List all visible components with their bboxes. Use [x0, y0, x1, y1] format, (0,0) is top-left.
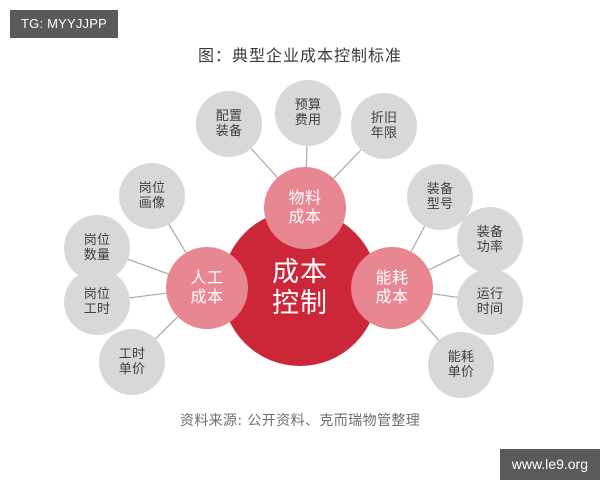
connector-岗位数量-to-人工成本 [127, 258, 169, 275]
connector-折旧年限-to-物料成本 [333, 149, 362, 179]
node-leaf-折旧年限: 折旧 年限 [351, 93, 417, 159]
watermark: www.le9.org [499, 449, 600, 480]
connector-配置装备-to-物料成本 [250, 148, 278, 178]
node-leaf-岗位画像: 岗位 画像 [119, 163, 185, 229]
node-leaf-岗位画像-label: 岗位 画像 [138, 180, 166, 211]
connector-装备功率-to-能耗成本 [428, 253, 461, 271]
connector-能耗单价-to-能耗成本 [418, 318, 440, 341]
connector-岗位画像-to-人工成本 [168, 224, 187, 254]
node-branch-物料成本-label: 物料 成本 [288, 188, 322, 226]
node-leaf-工时单价-label: 工时 单价 [118, 346, 146, 377]
node-leaf-装备功率-label: 装备 功率 [476, 224, 504, 255]
tg-badge: TG: MYYJJPP [10, 10, 118, 38]
node-branch-人工成本: 人工 成本 [166, 247, 248, 329]
node-leaf-运行时间: 运行 时间 [457, 269, 523, 335]
node-leaf-岗位工时: 岗位 工时 [64, 269, 130, 335]
node-branch-物料成本: 物料 成本 [264, 167, 346, 249]
node-center-成本控制-label: 成本 控制 [272, 256, 328, 319]
node-leaf-工时单价: 工时 单价 [99, 329, 165, 395]
connector-运行时间-to-能耗成本 [432, 293, 458, 298]
node-branch-能耗成本-label: 能耗 成本 [375, 268, 409, 306]
connector-岗位工时-to-人工成本 [129, 292, 167, 299]
node-leaf-预算费用-label: 预算 费用 [294, 97, 322, 128]
node-leaf-岗位数量-label: 岗位 数量 [83, 232, 111, 263]
page-title: 图：典型企业成本控制标准 [197, 46, 402, 65]
source-note: 资料来源: 公开资料、克而瑞物管整理 [179, 413, 421, 429]
node-branch-能耗成本: 能耗 成本 [351, 247, 433, 329]
connector-装备型号-to-能耗成本 [410, 225, 426, 253]
node-leaf-预算费用: 预算 费用 [275, 80, 341, 146]
node-leaf-装备型号: 装备 型号 [407, 164, 473, 230]
node-leaf-能耗单价-label: 能耗 单价 [447, 349, 475, 380]
node-leaf-装备型号-label: 装备 型号 [426, 181, 454, 212]
node-leaf-装备功率: 装备 功率 [457, 207, 523, 273]
node-leaf-配置装备-label: 配置 装备 [215, 108, 243, 139]
node-leaf-能耗单价: 能耗 单价 [428, 332, 494, 398]
connector-工时单价-to-人工成本 [155, 316, 179, 340]
node-leaf-配置装备: 配置 装备 [196, 91, 262, 157]
node-leaf-岗位工时-label: 岗位 工时 [83, 286, 111, 317]
node-branch-人工成本-label: 人工 成本 [190, 268, 224, 306]
node-leaf-运行时间-label: 运行 时间 [476, 286, 504, 317]
connector-预算费用-to-物料成本 [305, 145, 308, 168]
node-leaf-折旧年限-label: 折旧 年限 [370, 110, 398, 141]
